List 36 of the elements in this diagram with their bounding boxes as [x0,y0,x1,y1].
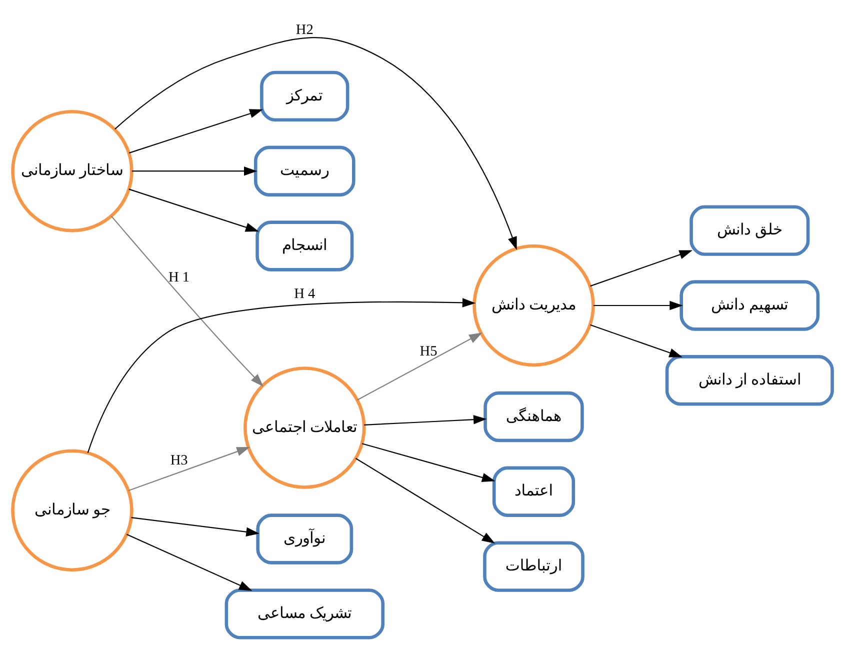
edge-label: H5 [420,344,438,360]
node-box: ارتباطات [483,541,584,592]
edge-label: H 4 [294,286,316,302]
node-box: خلق دانش [690,205,810,256]
arrow [594,300,683,310]
node-box: انسجام [256,220,354,272]
node-box: نوآوری [256,514,354,564]
node-box: رسمیت [254,146,356,196]
arrow [128,188,259,232]
node-box: تمرکز [260,70,350,122]
node-circle: مدیریت دانش [472,244,595,367]
node-circle: تعاملات اجتماعی [244,366,366,489]
arrow [129,109,263,154]
arrow [355,458,496,544]
arrow [590,250,693,287]
arrow [357,332,482,400]
edge-label: H2 [296,22,314,38]
node-box: اعتماد [492,466,576,517]
arrow [132,166,258,176]
node-box: تسهیم دانش [680,280,820,331]
arrow [131,517,260,536]
arrow [590,324,682,358]
arrow [126,534,252,591]
node-box: استفاده از دانش [665,355,834,406]
arrow [87,298,476,453]
arrow [114,37,517,250]
edge-label: H3 [170,452,188,469]
arrow [362,443,496,482]
edge-label: H 1 [168,270,190,286]
arrow [111,216,264,387]
node-circle: جو سازمانی [11,449,134,572]
node-box: تشریک مساعی [224,588,384,640]
arrow [364,415,487,426]
arrow [128,446,250,492]
node-circle: ساختار سازمانی [11,110,134,232]
node-box: هماهنگی [484,391,584,442]
